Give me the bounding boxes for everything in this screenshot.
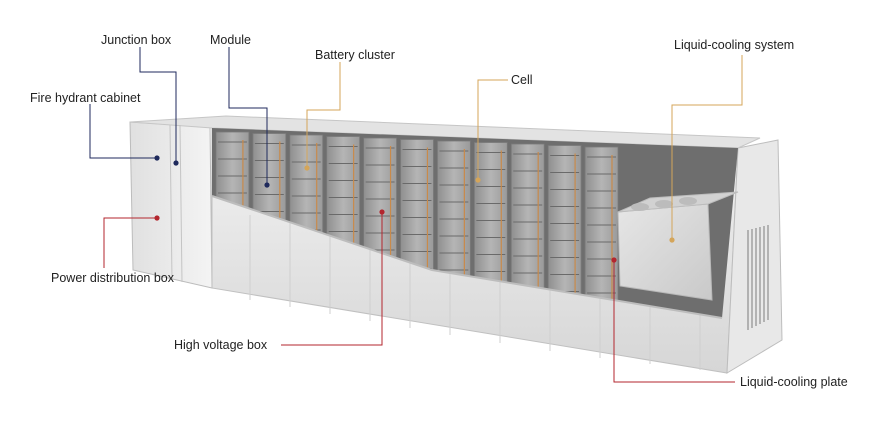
left-end-door-lines (169, 124, 183, 283)
leader-lines (89, 47, 743, 383)
leader-fire-hydrant (89, 104, 157, 159)
label-power-distribution-box: Power distribution box (51, 271, 175, 285)
callout-labels: Junction box Module Battery cluster Cell… (30, 33, 848, 389)
leader-module (228, 47, 268, 185)
leader-battery-cluster (306, 62, 341, 168)
leader-liquid-cooling-plate (613, 260, 735, 383)
leader-junction-box (139, 47, 177, 163)
leader-dots (154, 155, 675, 263)
label-cell: Cell (511, 73, 533, 87)
label-liquid-cooling-system: Liquid-cooling system (674, 38, 794, 52)
label-liquid-cooling-plate: Liquid-cooling plate (740, 375, 848, 389)
cooling-grille (747, 225, 769, 330)
leader-high-voltage (281, 212, 383, 346)
label-module: Module (210, 33, 251, 47)
label-junction-box: Junction box (101, 33, 172, 47)
leader-power-distribution (103, 217, 157, 268)
liquid-cooling-unit (617, 191, 739, 301)
cutaway-edge (211, 195, 723, 319)
label-fire-hydrant-cabinet: Fire hydrant cabinet (30, 91, 141, 105)
leader-liquid-cooling-system (671, 55, 743, 240)
label-battery-cluster: Battery cluster (315, 48, 395, 62)
container-roof (129, 115, 761, 149)
label-high-voltage-box: High voltage box (174, 338, 268, 352)
leader-cell (477, 79, 508, 180)
front-wall-ribs (249, 215, 701, 370)
